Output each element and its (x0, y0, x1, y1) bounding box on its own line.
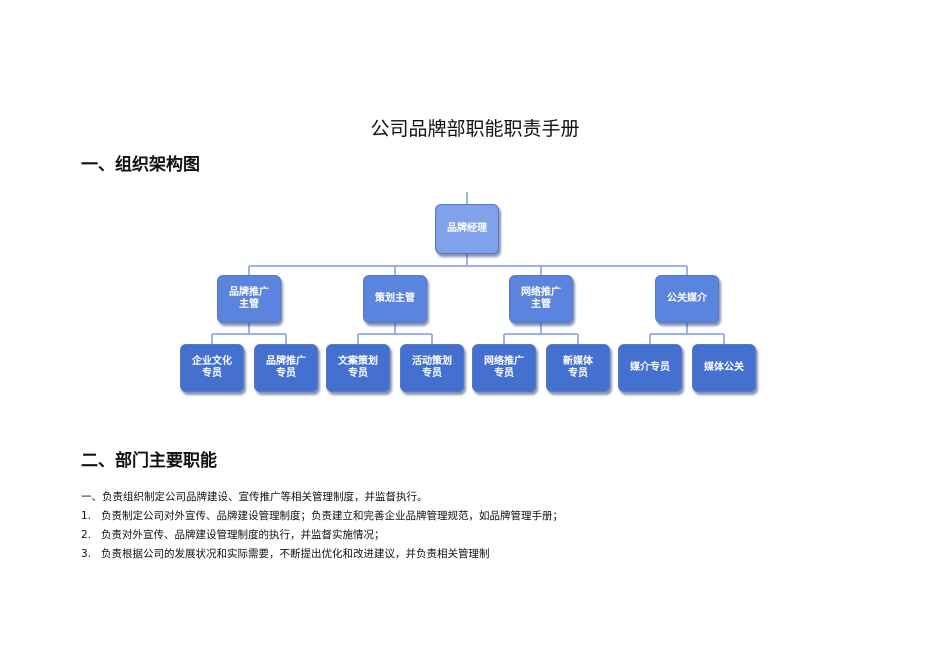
org-node-copywriting-specialist: 文案策划 专员 (326, 344, 390, 392)
duty-text: 负责根据公司的发展状况和实际需要，不断提出优化和改进建议，并负责相关管理制 (101, 548, 490, 560)
section-heading-department-duties: 二、部门主要职能 (81, 451, 217, 471)
duty-item: 2. 负责对外宣传、品牌建设管理制度的执行，并监督实施情况； (81, 526, 563, 545)
duty-item: 1. 负责制定公司对外宣传、品牌建设管理制度；负责建立和完善企业品牌管理规范，如品… (81, 507, 563, 526)
org-node-brand-manager: 品牌经理 (435, 204, 499, 254)
org-node-media-pr: 媒体公关 (692, 344, 756, 392)
org-node-brand-promotion-supervisor: 品牌推广 主管 (217, 275, 281, 323)
org-node-event-planning-specialist: 活动策划 专员 (400, 344, 464, 392)
duty-text: 负责制定公司对外宣传、品牌建设管理制度；负责建立和完善企业品牌管理规范，如品牌管… (101, 510, 563, 522)
org-node-online-promotion-specialist: 网络推广 专员 (472, 344, 536, 392)
duties-list: 一、负责组织制定公司品牌建设、宣传推广等相关管理制度，并监督执行。 1. 负责制定… (81, 488, 563, 564)
duty-text: 负责对外宣传、品牌建设管理制度的执行，并监督实施情况； (101, 529, 385, 541)
section-heading-org-chart: 一、组织架构图 (81, 155, 200, 175)
duty-number: 3. (81, 548, 92, 560)
duty-number: 1. (81, 510, 92, 522)
duties-intro: 一、负责组织制定公司品牌建设、宣传推广等相关管理制度，并监督执行。 (81, 491, 428, 503)
org-node-media-specialist: 媒介专员 (618, 344, 682, 392)
org-node-online-promotion-supervisor: 网络推广 主管 (509, 275, 573, 323)
duty-number: 2. (81, 529, 92, 541)
org-node-public-relations-media: 公关媒介 (655, 275, 719, 323)
org-node-planning-supervisor: 策划主管 (363, 275, 427, 323)
document-title: 公司品牌部职能职责手册 (370, 118, 580, 140)
org-node-corporate-culture-specialist: 企业文化 专员 (180, 344, 244, 392)
org-node-brand-promotion-specialist: 品牌推广 专员 (254, 344, 318, 392)
duty-item: 3. 负责根据公司的发展状况和实际需要，不断提出优化和改进建议，并负责相关管理制 (81, 545, 563, 564)
org-node-new-media-specialist: 新媒体 专员 (546, 344, 610, 392)
